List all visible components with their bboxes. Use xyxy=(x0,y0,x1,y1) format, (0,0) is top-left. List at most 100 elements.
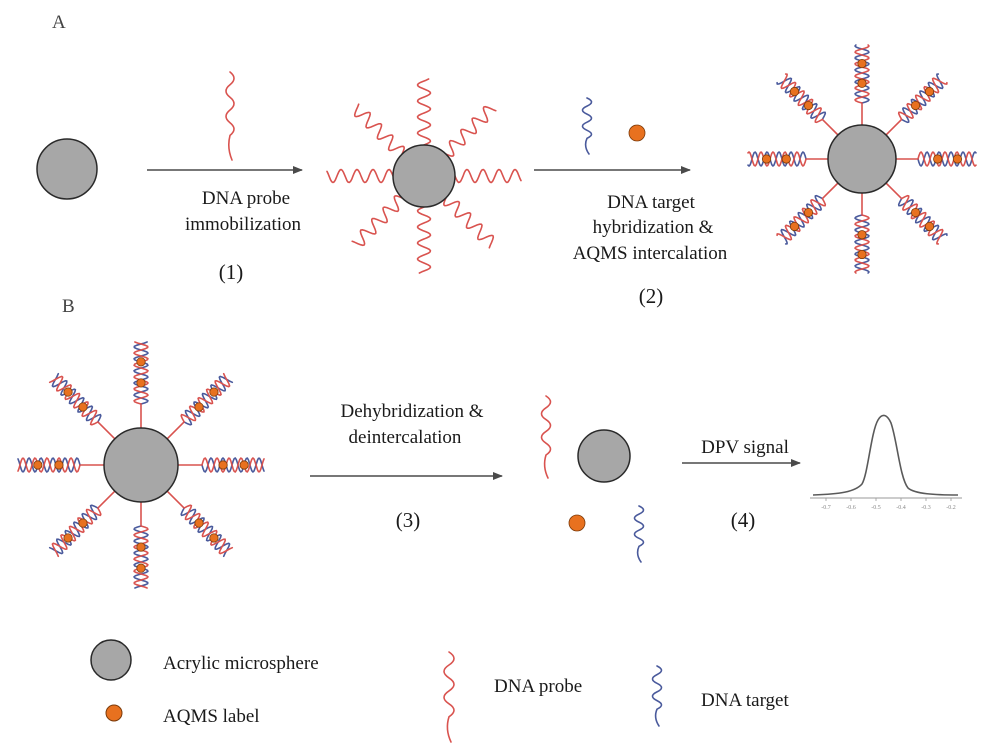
aqms-label-dot xyxy=(209,533,219,543)
step-3-label-line-1: Dehybridization & xyxy=(341,401,484,422)
linker-strand xyxy=(821,182,839,200)
aqms-label-dot xyxy=(910,207,921,218)
legend-target-label: DNA target xyxy=(701,690,789,711)
aqms-label-dot xyxy=(952,154,963,164)
aqms-label-dot xyxy=(218,460,228,470)
probe-strand xyxy=(51,507,102,558)
probe-strand xyxy=(48,375,99,426)
probe-strand xyxy=(17,457,81,473)
step-1-label-line-1: DNA probe xyxy=(202,188,290,209)
aqms-label-dot xyxy=(194,518,204,528)
aqms-label-dot xyxy=(924,221,935,232)
aqms-label-dot xyxy=(924,86,935,97)
legend-probe-label: DNA probe xyxy=(494,676,582,697)
aqms-label-dot xyxy=(136,542,146,552)
aqms-label-dot xyxy=(78,402,88,412)
dpv-tick-label: -0.2 xyxy=(946,505,956,511)
legend-aqms-label: AQMS label xyxy=(163,706,260,727)
probe-strand xyxy=(747,151,807,167)
aqms-label-dot xyxy=(789,221,800,232)
legend-target-swatch xyxy=(651,665,663,727)
step-2-label-line-1: DNA target xyxy=(607,192,695,213)
dpv-tick-label: -0.6 xyxy=(846,505,856,511)
probe-strand xyxy=(225,71,235,161)
dpv-tick-label: -0.5 xyxy=(871,505,881,511)
probe-strand xyxy=(201,457,265,473)
target-strand xyxy=(201,457,265,473)
target-strand xyxy=(48,504,99,555)
microsphere xyxy=(103,427,179,503)
probe-strand xyxy=(540,395,552,479)
microsphere xyxy=(36,138,98,200)
step-2-label-line-2: hybridization & xyxy=(593,217,714,238)
probe-strand xyxy=(183,504,234,555)
step-1-number: (1) xyxy=(219,260,244,284)
dpv-signal-plot: -0.7-0.6-0.5-0.4-0.3-0.2 xyxy=(810,414,962,511)
probe-strand xyxy=(351,195,403,247)
aqms-label-dot xyxy=(857,58,867,69)
section-a-label: A xyxy=(52,12,66,33)
step-4-number: (4) xyxy=(731,508,756,532)
probe-strand xyxy=(780,73,824,124)
legend: Acrylic microsphere AQMS label DNA probe… xyxy=(90,639,789,743)
dpv-tick-label: -0.7 xyxy=(821,505,831,511)
probe-strand xyxy=(180,372,231,423)
step-2-number: (2) xyxy=(639,284,664,308)
probe-strand xyxy=(897,77,948,121)
legend-probe-swatch xyxy=(443,651,455,743)
probe-strand xyxy=(454,168,522,184)
aqms-label-dot xyxy=(33,460,43,470)
linker-strand xyxy=(97,490,116,509)
aqms-label-dot xyxy=(781,154,791,164)
probe-strand xyxy=(133,341,149,405)
probe-strand xyxy=(133,525,149,589)
probe-strand xyxy=(416,78,432,146)
legend-microsphere-swatch xyxy=(90,639,132,681)
linker-strand xyxy=(885,182,903,200)
probe-strand xyxy=(326,168,394,184)
linker-strand xyxy=(166,490,185,509)
linker-strand xyxy=(166,421,185,440)
legend-aqms-swatch xyxy=(105,704,123,722)
microsphere xyxy=(392,144,456,208)
aqms-label-dot xyxy=(63,387,73,397)
aqms-label-dot xyxy=(933,154,943,164)
target-strand xyxy=(581,97,593,155)
aqms-label-dot xyxy=(209,387,219,397)
aqms-label-dot xyxy=(803,207,814,218)
dpv-tick-label: -0.3 xyxy=(921,505,931,511)
target-strand xyxy=(183,375,234,426)
free-dna-probe xyxy=(225,71,235,161)
aqms-label-dot xyxy=(136,563,146,573)
aqms-label-dot xyxy=(78,518,88,528)
step-1-label-line-2: immobilization xyxy=(185,214,302,235)
aqms-label-dot xyxy=(194,402,204,412)
probe-strand xyxy=(854,44,870,104)
probe-strand xyxy=(416,206,432,274)
aqms-label-dot xyxy=(54,460,64,470)
aqms-label-dot xyxy=(910,100,921,111)
probe-strand xyxy=(443,197,495,249)
target-strand xyxy=(17,457,81,473)
linker-strand xyxy=(97,421,116,440)
aqms-label-dot xyxy=(789,86,800,97)
aqms-label-dot xyxy=(239,460,249,470)
legend-probe-strand xyxy=(443,651,455,743)
probe-strand xyxy=(353,103,405,155)
linker-strand xyxy=(821,118,839,136)
aqms-label-dot xyxy=(136,357,146,367)
probe-immobilized-microsphere xyxy=(326,78,522,274)
linker-strand xyxy=(885,118,903,136)
aqms-label-dot xyxy=(568,514,586,532)
target-strand xyxy=(180,507,231,558)
probe-strand xyxy=(445,105,497,157)
dpv-peak-curve xyxy=(812,414,959,496)
aqms-label-dot xyxy=(761,154,772,164)
microsphere xyxy=(827,124,897,194)
aqms-label-dot xyxy=(857,230,867,240)
bare-microsphere xyxy=(36,138,98,200)
aqms-label-dot xyxy=(857,78,867,88)
legend-microsphere-label: Acrylic microsphere xyxy=(163,653,319,674)
aqms-label-dot xyxy=(136,378,146,388)
